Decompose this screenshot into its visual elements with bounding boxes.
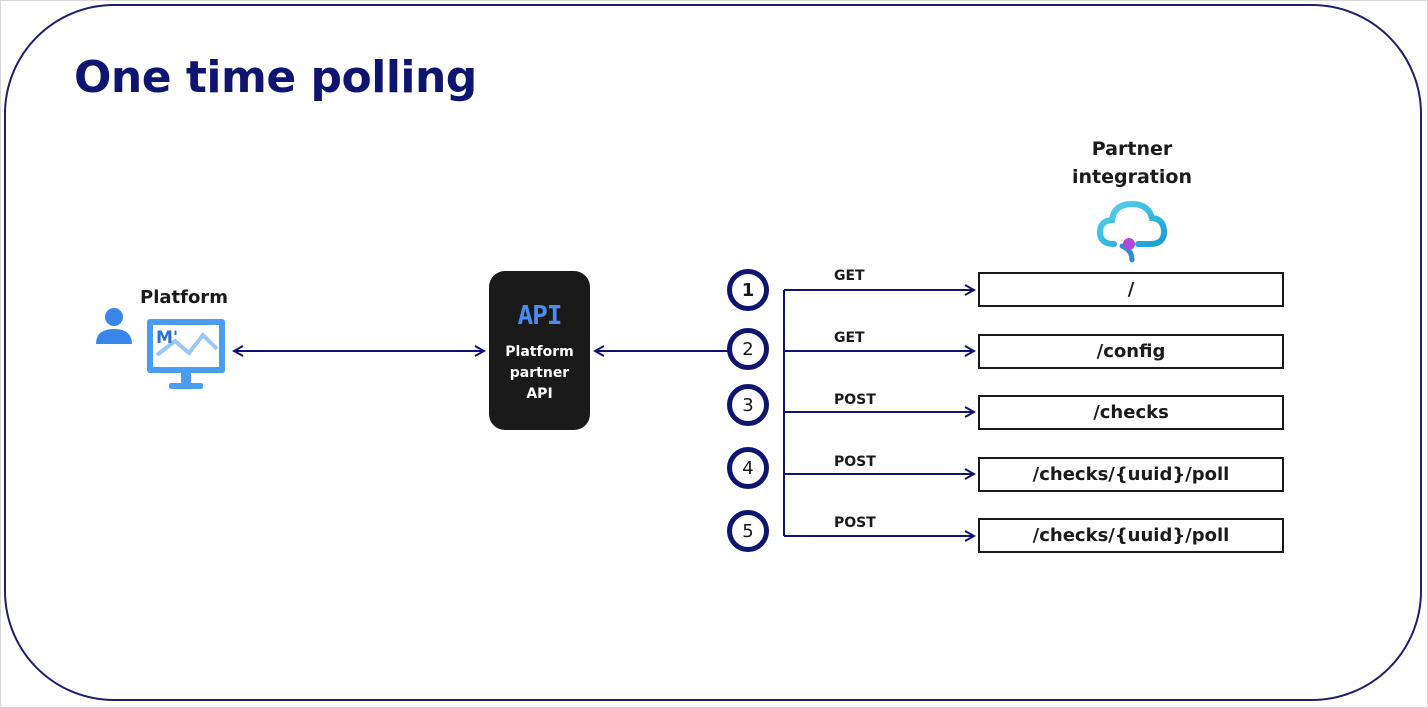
page-title: One time polling [74, 52, 477, 103]
api-name-label: Platform partner API [505, 344, 574, 402]
step-1-circle: 1 [727, 269, 769, 311]
step-5-method: POST [834, 515, 876, 531]
partner-integration-label: Partner integration [1072, 138, 1192, 188]
user-icon [96, 308, 132, 344]
step-3-method: POST [834, 392, 876, 408]
platform-label: Platform [140, 287, 228, 308]
endpoint-config: /config [978, 334, 1284, 369]
endpoint-checks-poll-1: /checks/{uuid}/poll [978, 457, 1284, 492]
step-4-method: POST [834, 454, 876, 470]
step-1-method: GET [834, 268, 865, 284]
step-2-circle: 2 [727, 328, 769, 370]
cloud-integration-icon [1096, 200, 1168, 263]
step-4-circle: 4 [727, 447, 769, 489]
api-icon: API [517, 301, 563, 331]
endpoint-checks: /checks [978, 395, 1284, 430]
endpoint-root: / [978, 272, 1284, 307]
endpoint-checks-poll-2: /checks/{uuid}/poll [978, 518, 1284, 553]
step-2-method: GET [834, 330, 865, 346]
monitor-chart-icon: M' [147, 319, 225, 389]
step-3-circle: 3 [727, 384, 769, 426]
diagram-panel [4, 4, 1422, 701]
monitor-logo-text: M' [156, 328, 178, 348]
step-5-circle: 5 [727, 510, 769, 552]
platform-partner-api-box: API Platform partner API [489, 271, 590, 430]
